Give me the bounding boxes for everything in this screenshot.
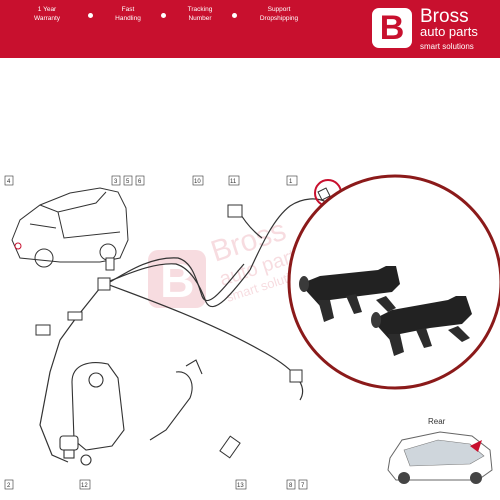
connector-icon	[35, 324, 51, 336]
svg-text:2: 2	[7, 483, 11, 489]
part-labels: 4 3 5 6 10 11 1 2 12 13 8 7	[4, 175, 308, 490]
rear-nozzle-icon	[317, 187, 331, 201]
rear-car-thumbnail	[387, 431, 493, 484]
svg-text:5: 5	[126, 179, 130, 185]
part-label: 8	[286, 479, 296, 490]
car-illustration	[11, 187, 129, 268]
part-label: 4	[4, 175, 14, 186]
part-label: 6	[135, 175, 145, 186]
brand-subtitle: auto parts	[420, 24, 478, 39]
feature-dropshipping-line2: Dropshipping	[259, 15, 299, 22]
header-banner: 1 Year Warranty Fast Handling Tracking N…	[0, 0, 500, 58]
feature-dropshipping-line1: Support	[267, 6, 291, 13]
svg-text:11: 11	[230, 179, 237, 185]
feature-warranty-line2: Warranty	[33, 15, 61, 22]
part-label: 3	[111, 175, 121, 186]
connector-icon	[67, 311, 83, 321]
part-label: 5	[123, 175, 133, 186]
brand-tagline: smart solutions	[420, 42, 474, 51]
feature-warranty-line1: 1 Year	[37, 6, 57, 13]
hose-piece	[219, 435, 241, 459]
washer-nozzle-product	[371, 296, 472, 356]
product-callout	[287, 174, 500, 390]
brand-name: Bross	[420, 6, 469, 27]
svg-text:6: 6	[138, 179, 142, 185]
watermark-logo-letter: B	[160, 255, 195, 308]
separator-dot-icon	[161, 13, 166, 18]
washer-reservoir	[71, 359, 203, 451]
part-label: 12	[79, 479, 91, 490]
brand-logo: B	[372, 8, 412, 48]
svg-text:8: 8	[289, 483, 293, 489]
connector-icon	[289, 369, 303, 383]
separator-dot-icon	[88, 13, 93, 18]
washer-nozzle-product	[299, 266, 400, 322]
feature-handling-line2: Handling	[115, 15, 141, 22]
parts-diagram: B Bross auto parts smart solutions	[4, 174, 500, 490]
svg-text:1: 1	[289, 179, 293, 185]
connector-icon	[227, 204, 243, 218]
part-label: 11	[228, 175, 240, 186]
logo-letter: B	[379, 9, 405, 47]
part-label: 1	[286, 175, 298, 186]
connector-icon	[97, 277, 111, 291]
feature-warranty: 1 Year Warranty	[12, 5, 82, 23]
nozzle-front-icon	[105, 257, 115, 271]
part-label: 7	[298, 479, 308, 490]
washer-pump	[59, 435, 92, 466]
rear-nozzle-marker-icon	[470, 440, 482, 452]
hose-connectors	[35, 187, 331, 383]
part-label: 13	[235, 479, 247, 490]
svg-text:4: 4	[7, 179, 11, 185]
svg-text:7: 7	[301, 483, 305, 489]
rear-label: Rear	[428, 417, 446, 426]
separator-dot-icon	[232, 13, 237, 18]
feature-handling: Fast Handling	[93, 5, 163, 23]
svg-text:3: 3	[114, 179, 118, 185]
part-label: 2	[4, 479, 14, 490]
feature-dropshipping: Support Dropshipping	[244, 5, 314, 23]
svg-text:13: 13	[237, 483, 244, 489]
feature-tracking: Tracking Number	[165, 5, 235, 23]
part-label: 10	[192, 175, 204, 186]
feature-handling-line1: Fast	[121, 6, 135, 13]
svg-text:12: 12	[81, 483, 88, 489]
svg-text:10: 10	[194, 179, 201, 185]
feature-tracking-line2: Number	[188, 15, 212, 22]
feature-tracking-line1: Tracking	[187, 6, 213, 13]
